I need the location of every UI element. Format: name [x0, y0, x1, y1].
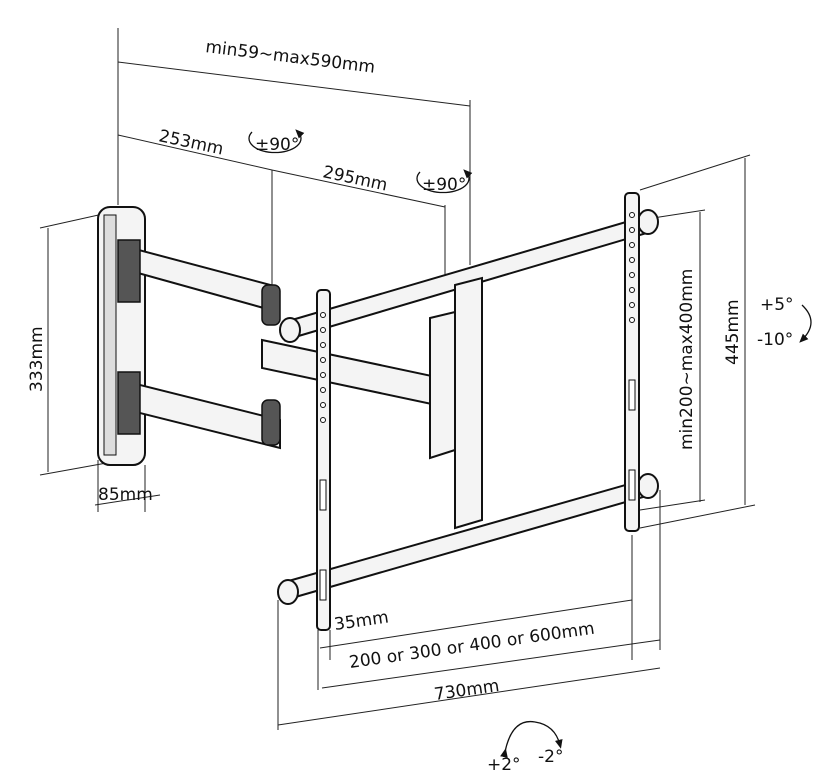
tv-bracket-frame [277, 192, 659, 631]
label-tilt-up: +5° [760, 295, 794, 315]
label-frame-height: 445mm [723, 299, 743, 365]
label-swivel-2: ±90° [422, 175, 466, 195]
label-vesa-vertical: min200~max400mm [677, 269, 697, 450]
label-arm-1: 253mm [157, 126, 225, 159]
label-level-plus: +2° [487, 755, 521, 774]
label-wall-plate-height: 333mm [27, 326, 47, 392]
label-arm-width: 35mm [333, 608, 390, 635]
label-arm-2: 295mm [321, 162, 389, 195]
label-swivel-1: ±90° [255, 135, 299, 155]
label-frame-width: 730mm [433, 676, 501, 705]
label-wall-plate-depth: 85mm [98, 485, 153, 505]
label-level-minus: -2° [538, 747, 563, 767]
arms [117, 239, 461, 450]
rotation-arrows [248, 129, 812, 758]
label-total-extension: min59~max590mm [204, 37, 376, 78]
label-tilt-down: -10° [757, 330, 793, 350]
dimension-lines [39, 28, 756, 730]
